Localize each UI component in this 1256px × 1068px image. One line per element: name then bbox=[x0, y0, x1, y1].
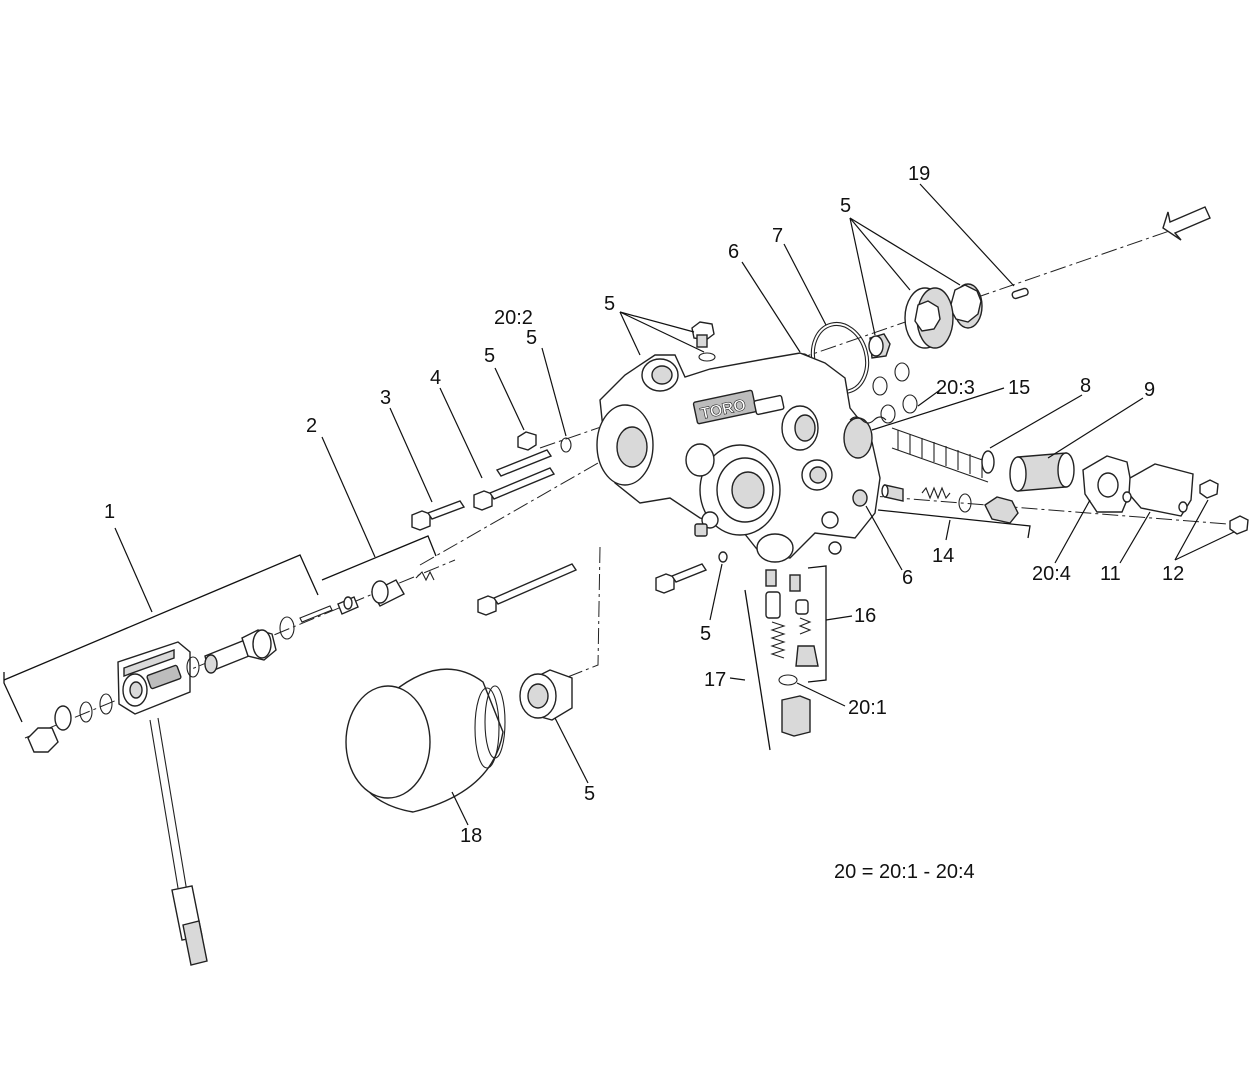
callout-16: 16 bbox=[854, 605, 876, 627]
part-2-spool bbox=[299, 570, 435, 623]
part-gear-rotor bbox=[868, 283, 983, 359]
leader-lines bbox=[389, 183, 1235, 826]
callout-11: 11 bbox=[1100, 563, 1121, 585]
callout-2: 2 bbox=[306, 415, 317, 437]
callout-8: 8 bbox=[1080, 375, 1091, 397]
callout-5-gear: 5 bbox=[840, 195, 851, 217]
part-18-filter bbox=[345, 668, 506, 813]
callout-6-lower: 6 bbox=[902, 567, 913, 589]
part-16-17-cartridges bbox=[765, 569, 819, 737]
callout-12: 12 bbox=[1162, 563, 1184, 585]
callout-1: 1 bbox=[104, 501, 115, 523]
callout-5-plug: 5 bbox=[484, 345, 495, 367]
part-12-screws bbox=[1199, 479, 1249, 535]
part-5-adapter bbox=[519, 669, 573, 721]
part-14-check-valve bbox=[881, 484, 1019, 524]
part-6-bushing-lower bbox=[852, 489, 868, 507]
callout-4: 4 bbox=[430, 367, 441, 389]
callout-17: 17 bbox=[704, 669, 726, 691]
callout-20-3: 20:3 bbox=[936, 377, 975, 399]
bolts bbox=[411, 431, 708, 616]
part-5-top-plug bbox=[691, 321, 716, 362]
callout-6-top: 6 bbox=[728, 241, 739, 263]
callout-5-adapter: 5 bbox=[584, 783, 595, 805]
callout-5-oring: 5 bbox=[526, 327, 537, 349]
callout-7: 7 bbox=[772, 225, 783, 247]
callout-5-top-plug: 5 bbox=[604, 293, 615, 315]
part-1-solenoid bbox=[27, 616, 295, 966]
valve-body: TORO bbox=[596, 352, 881, 563]
callout-9: 9 bbox=[1144, 379, 1155, 401]
brackets bbox=[3, 436, 1031, 751]
part-15-spring-spool bbox=[843, 416, 995, 483]
callout-15: 15 bbox=[1008, 377, 1030, 399]
part-19-key bbox=[1011, 287, 1029, 300]
part-9-sleeve bbox=[1009, 452, 1075, 492]
part-20-3-orings bbox=[872, 362, 918, 424]
callout-20-4: 20:4 bbox=[1032, 563, 1071, 585]
callout-14: 14 bbox=[932, 545, 954, 567]
callout-3: 3 bbox=[380, 387, 391, 409]
callout-20-2: 20:2 bbox=[494, 307, 533, 329]
part-20-4-gasket bbox=[1082, 455, 1133, 513]
callout-18: 18 bbox=[460, 825, 482, 847]
part-11-cover-plate bbox=[1122, 463, 1194, 517]
callout-5-screw: 5 bbox=[700, 623, 711, 645]
callout-19: 19 bbox=[908, 163, 930, 185]
callout-labels: 1 2 3 4 5 20:2 5 5 6 7 5 19 20:3 15 8 9 … bbox=[104, 163, 1184, 883]
legend-note: 20 = 20:1 - 20:4 bbox=[834, 861, 975, 883]
direction-arrow-icon bbox=[1162, 206, 1211, 241]
callout-20-1: 20:1 bbox=[848, 697, 887, 719]
